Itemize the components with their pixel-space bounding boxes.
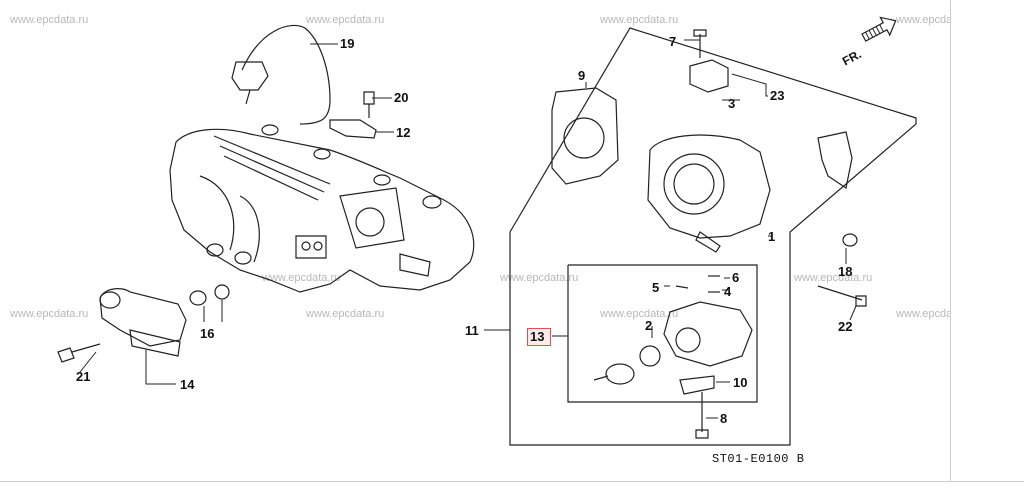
watermark: www.epcdata.ru bbox=[600, 308, 679, 320]
callout-21[interactable]: 21 bbox=[76, 369, 91, 384]
bolt-20 bbox=[363, 91, 375, 105]
front-arrow-icon bbox=[861, 16, 897, 42]
callout-6[interactable]: 6 bbox=[732, 270, 740, 285]
bolt-21 bbox=[57, 347, 75, 363]
watermark: www.epcdata.ru bbox=[10, 308, 89, 320]
callout-13-highlight bbox=[527, 328, 551, 346]
bracket-right bbox=[817, 131, 853, 189]
bracket-10 bbox=[679, 375, 715, 395]
watermark: www.epcdata.ru bbox=[306, 14, 385, 26]
viewer-right-panel bbox=[950, 0, 1024, 496]
watermark: www.epcdata.ru bbox=[306, 308, 385, 320]
callout-22[interactable]: 22 bbox=[838, 319, 853, 334]
callout-9[interactable]: 9 bbox=[578, 68, 586, 83]
watermark: www.epcdata.ru bbox=[10, 14, 89, 26]
callout-14[interactable]: 14 bbox=[180, 377, 195, 392]
sensor-23 bbox=[689, 59, 729, 93]
callout-10[interactable]: 10 bbox=[733, 375, 748, 390]
iac-valve-14 bbox=[99, 288, 187, 347]
callout-4[interactable]: 4 bbox=[724, 284, 732, 299]
callout-8[interactable]: 8 bbox=[720, 411, 728, 426]
bolt-22 bbox=[817, 285, 863, 301]
callout-1[interactable]: 1 bbox=[768, 229, 776, 244]
sensor-19 bbox=[231, 61, 269, 91]
callout-18[interactable]: 18 bbox=[838, 264, 853, 279]
gasket-9 bbox=[551, 87, 619, 185]
callout-16[interactable]: 16 bbox=[200, 326, 215, 341]
watermark: www.epcdata.ru bbox=[262, 272, 341, 284]
diagram-code: ST01-E0100 B bbox=[712, 452, 805, 466]
callout-13[interactable]: 13 bbox=[530, 329, 545, 344]
intake-manifold bbox=[169, 128, 475, 293]
nut-18 bbox=[842, 233, 858, 247]
iac-subassembly bbox=[663, 301, 753, 367]
watermark: www.epcdata.ru bbox=[794, 272, 873, 284]
callout-2[interactable]: 2 bbox=[645, 318, 653, 333]
callout-3[interactable]: 3 bbox=[728, 96, 736, 111]
viewer-bottom-bar bbox=[0, 481, 1024, 496]
group-frame-11 bbox=[509, 27, 917, 446]
group-frame-13 bbox=[567, 264, 758, 403]
callout-7[interactable]: 7 bbox=[669, 34, 677, 49]
callout-23[interactable]: 23 bbox=[770, 88, 785, 103]
throttle-body bbox=[647, 134, 771, 239]
watermark: www.epcdata.ru bbox=[600, 14, 679, 26]
hose-19 bbox=[241, 24, 331, 125]
callout-19[interactable]: 19 bbox=[340, 36, 355, 51]
callout-11[interactable]: 11 bbox=[465, 323, 479, 338]
watermark: www.epcdata.ru bbox=[500, 272, 579, 284]
bracket-12 bbox=[329, 119, 377, 139]
callout-5[interactable]: 5 bbox=[652, 280, 660, 295]
callout-20[interactable]: 20 bbox=[394, 90, 409, 105]
callout-12[interactable]: 12 bbox=[396, 125, 411, 140]
